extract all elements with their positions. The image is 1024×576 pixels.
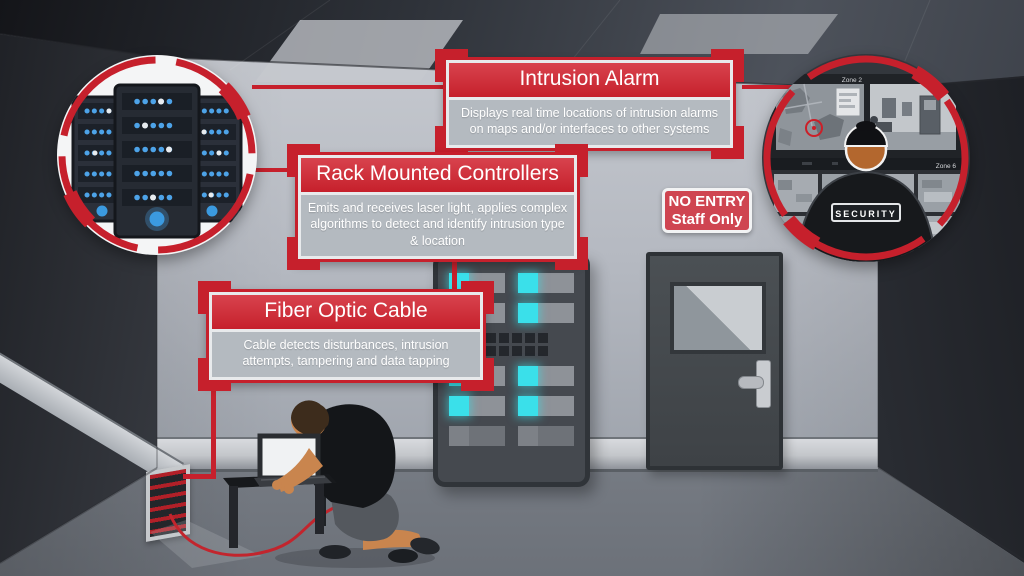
server-unit — [518, 426, 574, 446]
corner-bracket — [461, 357, 494, 391]
callout-description: Displays real time locations of intrusio… — [449, 100, 730, 145]
inset-server-racks — [57, 55, 257, 255]
callout-rack-mounted-controllers: Rack Mounted Controllers Emits and recei… — [287, 144, 588, 270]
corner-bracket — [287, 236, 320, 270]
connector-alarm-left — [252, 85, 443, 89]
security-door — [646, 252, 783, 470]
connector-rack-left — [255, 168, 295, 172]
server-racks-illustration — [71, 83, 243, 239]
monitor-label-zone-2: Zone 2 — [842, 77, 863, 84]
table-leg — [229, 486, 238, 548]
callout-title: Intrusion Alarm — [449, 63, 730, 97]
connector-fiber-vent — [183, 474, 216, 479]
callout-title: Rack Mounted Controllers — [301, 158, 574, 192]
target-ring — [762, 54, 970, 262]
ceiling-light-panel — [255, 20, 463, 82]
shoe — [319, 545, 351, 559]
monitor-label-zone-6: Zone 6 — [936, 163, 957, 170]
callout-description: Emits and receives laser light, applies … — [301, 195, 574, 256]
server-unit — [449, 396, 505, 416]
connector-rack-down — [452, 240, 457, 302]
ceiling-light-panel — [640, 14, 838, 54]
rack-unit-row — [438, 426, 585, 446]
arm — [277, 448, 323, 492]
connector-fiber-down — [211, 362, 216, 478]
hair — [291, 400, 330, 437]
intruder-scene — [223, 400, 440, 568]
shoe — [410, 537, 440, 555]
callout-description: Cable detects disturbances, intrusion at… — [212, 332, 480, 377]
corner-bracket — [198, 357, 231, 391]
corner-bracket — [287, 144, 320, 177]
corner-bracket — [435, 49, 468, 82]
table-leg — [315, 482, 324, 534]
shoe — [388, 549, 418, 563]
inset-security-room: Zone 2 Zone 6 — [762, 54, 970, 262]
server-unit — [518, 303, 574, 323]
security-patch-label: SECURITY — [835, 209, 897, 219]
server-unit — [518, 396, 574, 416]
corner-bracket — [711, 125, 744, 159]
connector-alarm-right — [742, 85, 794, 89]
server-unit — [449, 426, 505, 446]
rack-unit-row — [438, 396, 585, 416]
security-guard: SECURITY — [794, 121, 938, 262]
corner-bracket — [555, 144, 588, 177]
server-unit — [518, 366, 574, 386]
target-ring — [57, 55, 257, 255]
corner-bracket — [198, 281, 231, 314]
server-tower — [113, 83, 201, 239]
callout-intrusion-alarm: Intrusion Alarm Displays real time locat… — [435, 49, 744, 159]
sign-line-2: Staff Only — [671, 211, 743, 229]
hand — [272, 480, 282, 490]
alarm-location-marker — [805, 119, 823, 137]
door-handle — [738, 376, 764, 389]
corner-bracket — [461, 281, 494, 314]
security-patch — [831, 203, 901, 222]
server-unit — [518, 273, 574, 293]
hand — [284, 484, 294, 494]
laptop — [254, 433, 332, 487]
no-entry-sign: NO ENTRY Staff Only — [662, 188, 752, 233]
corner-bracket — [711, 49, 744, 82]
security-room-illustration: Zone 2 Zone 6 — [770, 74, 962, 262]
callout-title: Fiber Optic Cable — [212, 295, 480, 329]
sign-line-1: NO ENTRY — [668, 193, 746, 210]
door-window — [670, 282, 766, 354]
callout-fiber-optic-cable: Fiber Optic Cable Cable detects disturba… — [198, 281, 494, 391]
corner-bracket — [555, 236, 588, 270]
laptop-screen — [257, 433, 321, 481]
